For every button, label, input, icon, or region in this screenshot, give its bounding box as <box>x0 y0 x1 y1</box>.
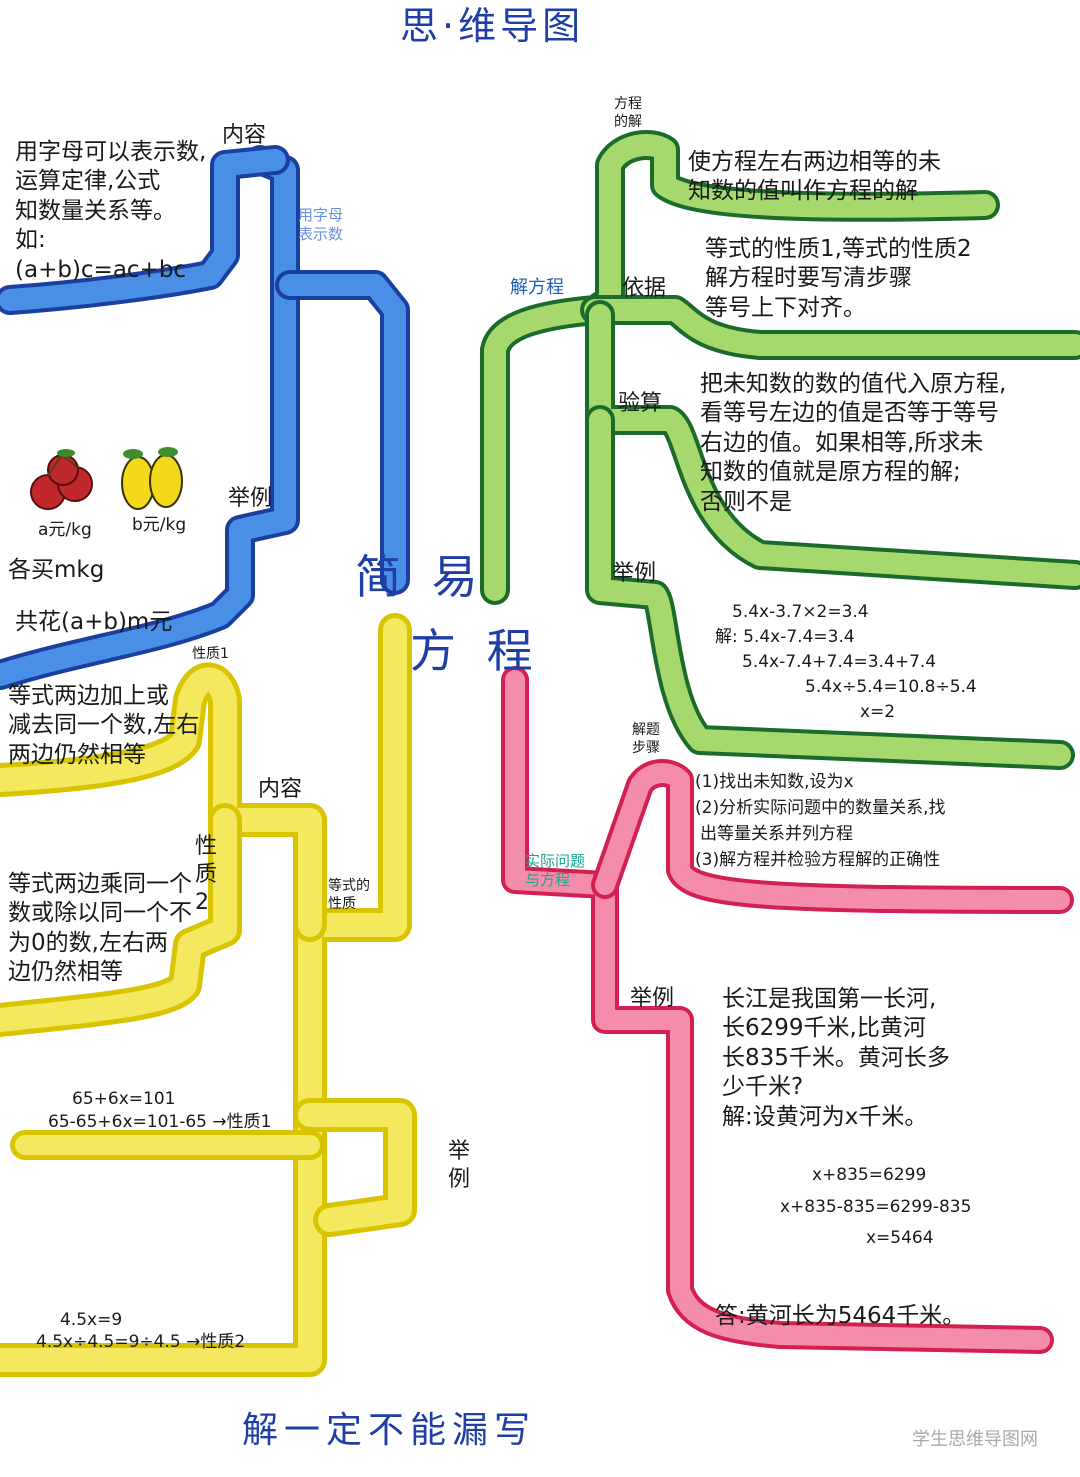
green-branch-label: 解方程 <box>510 277 564 298</box>
basis-text: 等式的性质1,等式的性质2 解方程时要写清步骤 等号上下对齐。 <box>705 236 972 321</box>
pink-equation-1: x+835=6299 <box>812 1165 927 1185</box>
green-example-line-2: 解: 5.4x-7.4=3.4 <box>715 627 855 647</box>
pink-answer: 答:黄河长为5464千米。 <box>715 1303 966 1329</box>
center-topic-line2: 方 程 <box>410 624 541 678</box>
buy-text: 各买mkg <box>8 557 105 583</box>
basis-label: 依据 <box>622 276 667 301</box>
footer-note: 解一定不能漏写 <box>242 1410 537 1451</box>
price-b: b元/kg <box>132 515 187 535</box>
green-example-line-3: 5.4x-7.4+7.4=3.4+7.4 <box>742 652 937 672</box>
yellow-example-1-line2: 65-65+6x=101-65 →性质1 <box>48 1112 272 1132</box>
pink-equation-3: x=5464 <box>866 1228 934 1248</box>
pink-example-label: 举例 <box>630 986 675 1011</box>
blue-content-text: 用字母可以表示数, 运算定律,公式 知数量关系等。 如: (a+b)c=ac+b… <box>15 139 207 283</box>
solution-text: 使方程左右两边相等的未 知数的值叫作方程的解 <box>688 149 941 205</box>
green-example-line-5: x=2 <box>860 702 896 722</box>
yellow-example-label: 举 例 <box>448 1139 471 1193</box>
lemon-icon <box>121 447 183 510</box>
yellow-branch-label: 等式的 性质 <box>328 878 370 912</box>
total-text: 共花(a+b)m元 <box>15 609 173 635</box>
prop2-text: 等式两边乘同一个 数或除以同一个不 为0的数,左右两 边仍然相等 <box>8 871 192 986</box>
prop2-label: 性 质 2 <box>195 834 218 916</box>
yellow-example-2-line2: 4.5x÷4.5=9÷4.5 →性质2 <box>36 1332 246 1352</box>
watermark: 学生思维导图网 <box>912 1429 1038 1449</box>
solution-label: 方程 的解 <box>614 96 642 130</box>
blue-branch <box>0 145 410 690</box>
check-text: 把未知数的数的值代入原方程, 看等号左边的值是否等于等号 右边的值。如果相等,所… <box>700 371 1007 515</box>
price-a: a元/kg <box>38 520 92 540</box>
check-label: 验算 <box>618 391 663 416</box>
blue-example-label: 举例 <box>228 486 273 511</box>
prop1-label: 性质1 <box>192 646 229 662</box>
page-title: 思·维导图 <box>400 4 585 48</box>
step-2: (2)分析实际问题中的数量关系,找 <box>695 798 946 818</box>
yellow-example-1-line1: 65+6x=101 <box>72 1089 176 1109</box>
green-branch <box>480 130 1080 770</box>
pink-equation-2: x+835-835=6299-835 <box>780 1197 972 1217</box>
green-example-label: 举例 <box>612 561 657 586</box>
yellow-example-2-line1: 4.5x=9 <box>60 1310 123 1330</box>
step-4: (3)解方程并检验方程解的正确性 <box>695 850 941 870</box>
pink-branch <box>501 666 1074 1354</box>
pink-branch-label: 实际问题 与方程 <box>525 852 586 890</box>
steps-label: 解题 步骤 <box>632 722 660 756</box>
center-topic-line1: 简 易 <box>355 550 486 604</box>
yellow-branch <box>0 613 417 1377</box>
blue-content-label: 内容 <box>222 123 267 148</box>
cherry-icon <box>30 449 93 510</box>
prop1-text: 等式两边加上或 减去同一个数,左右 两边仍然相等 <box>8 683 200 768</box>
pink-problem-text: 长江是我国第一长河, 长6299千米,比黄河 长835千米。黄河长多 少千米? … <box>722 986 950 1130</box>
yellow-content-label: 内容 <box>258 777 303 802</box>
step-1: (1)找出未知数,设为x <box>695 772 854 792</box>
blue-tag: 用字母 表示数 <box>298 206 344 244</box>
green-example-line-4: 5.4x÷5.4=10.8÷5.4 <box>805 677 977 697</box>
step-3: 出等量关系并列方程 <box>700 824 853 844</box>
green-example-line-1: 5.4x-3.7×2=3.4 <box>732 602 869 622</box>
